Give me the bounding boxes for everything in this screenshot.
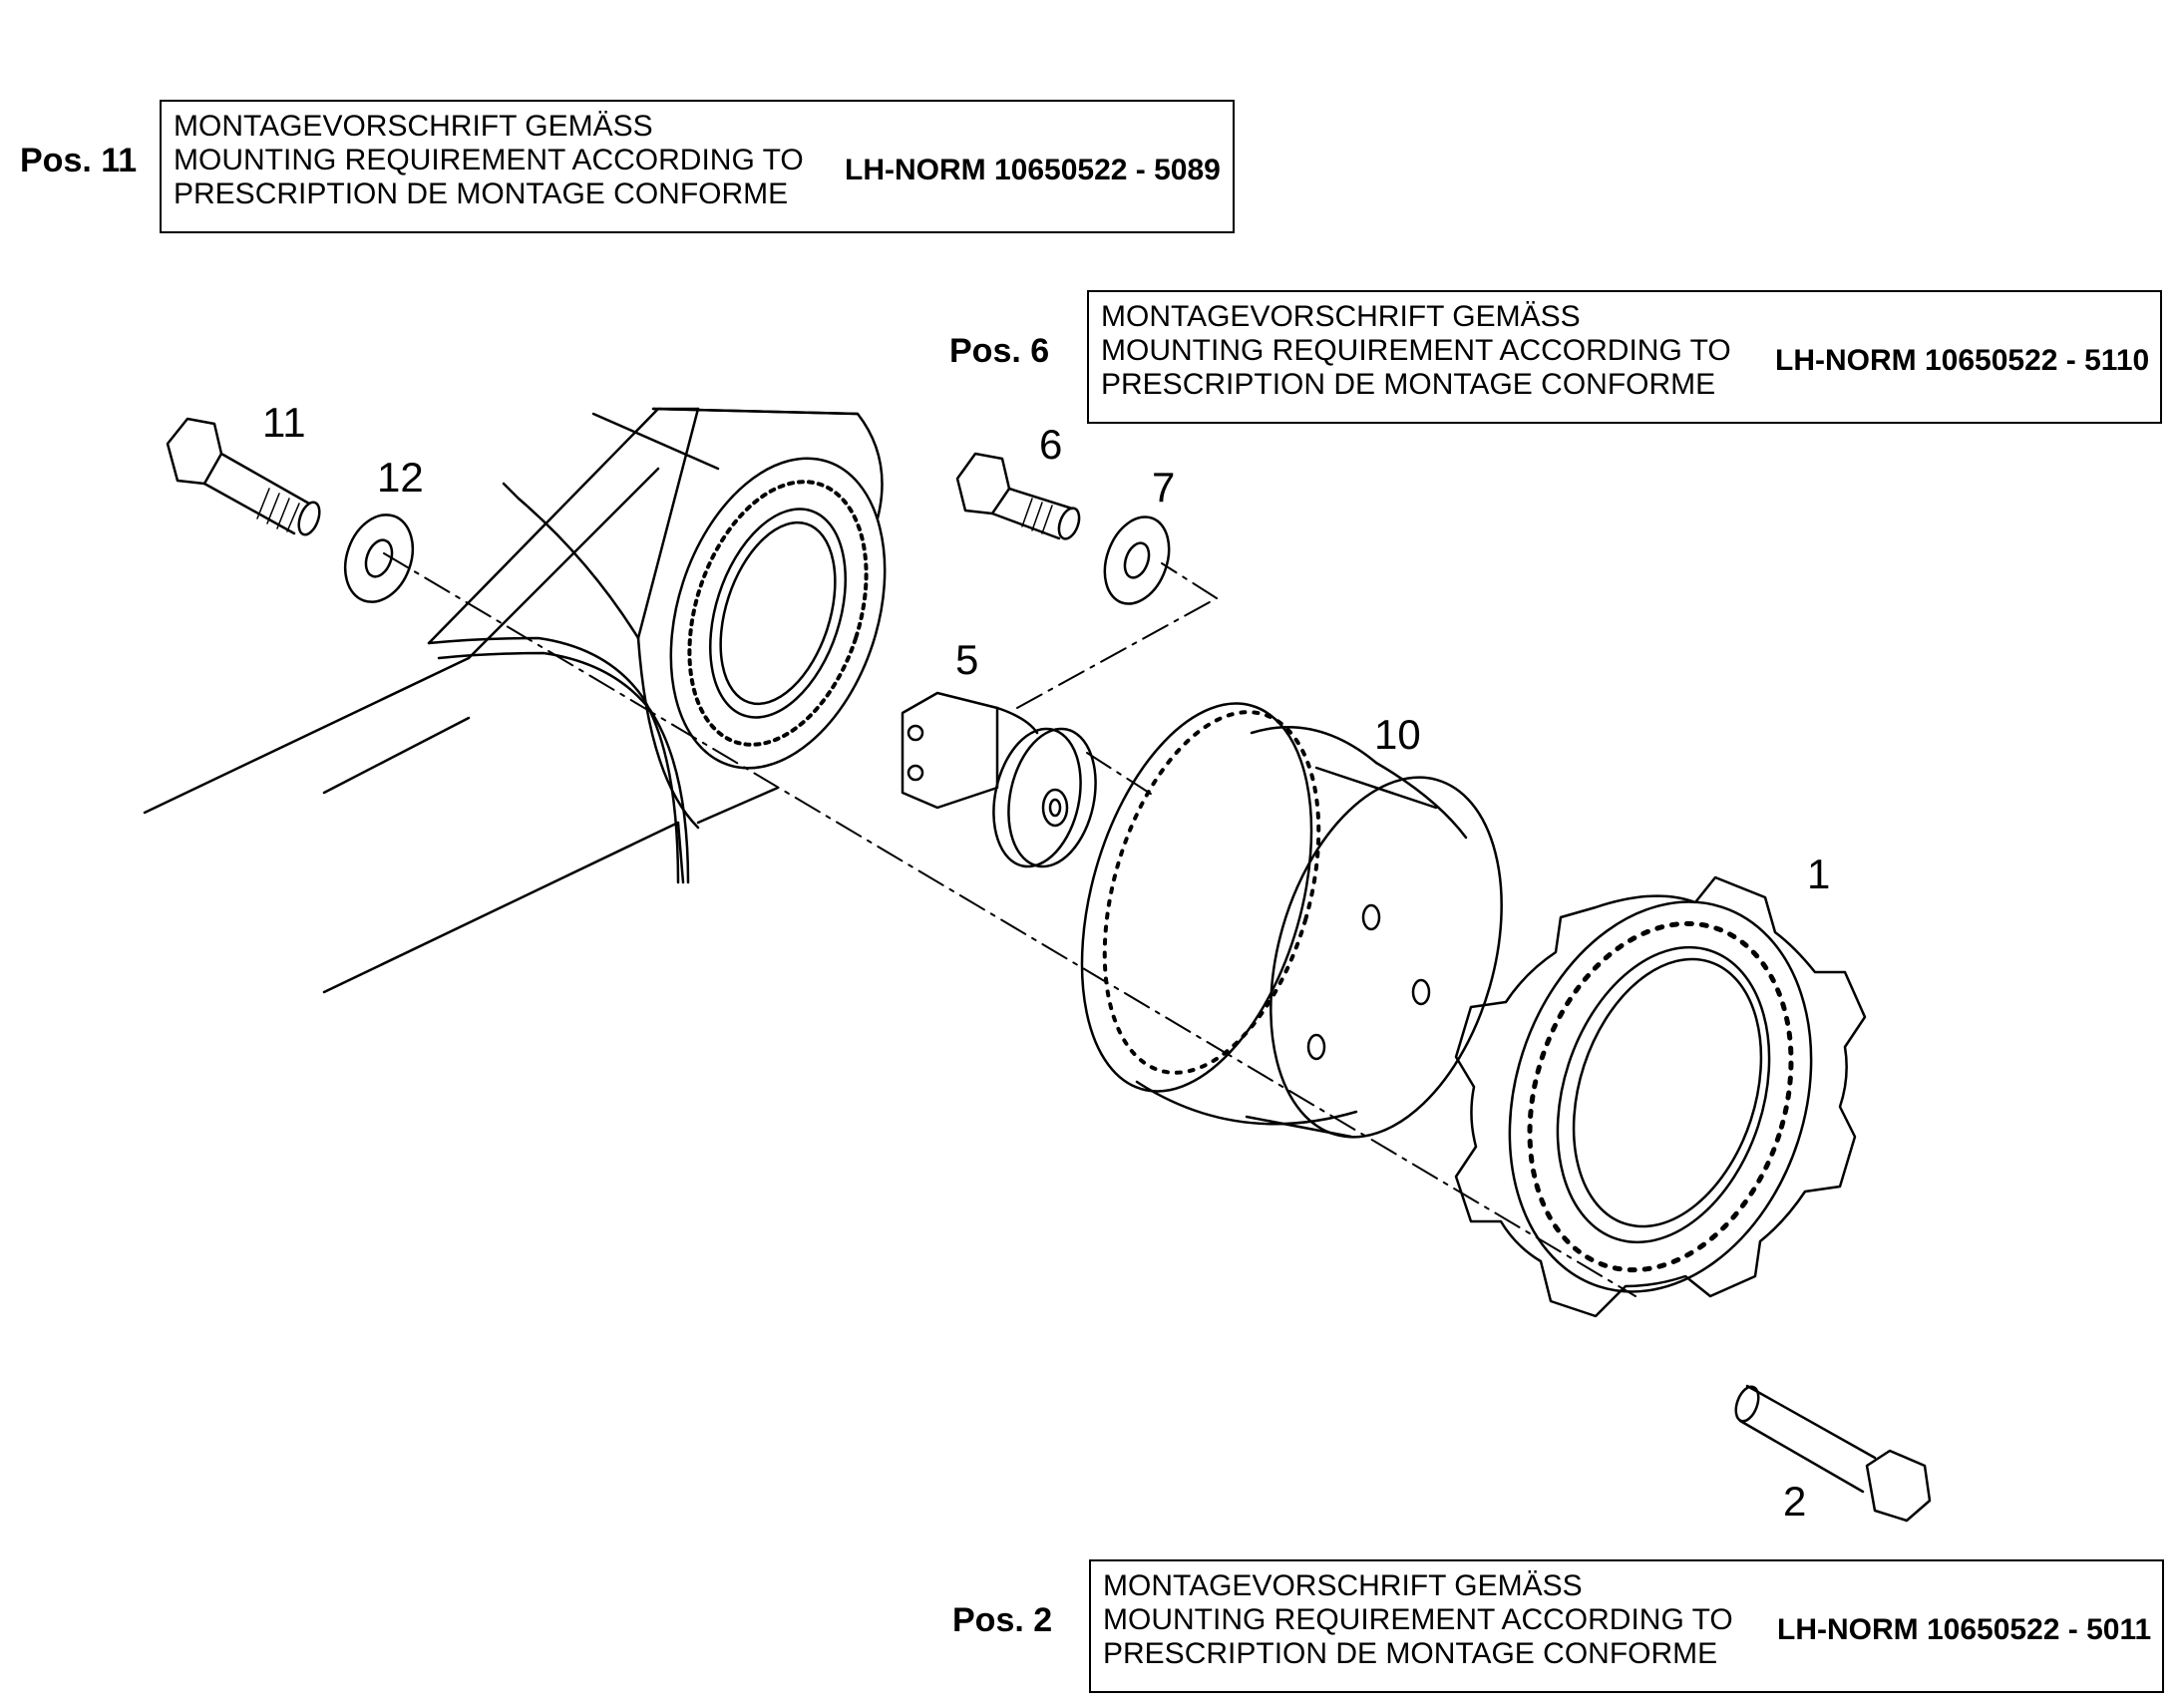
- note-line-fr: PRESCRIPTION DE MONTAGE CONFORME: [174, 177, 789, 210]
- note-line-de: MONTAGEVORSCHRIFT GEMÄSS: [1103, 1569, 1583, 1602]
- note-line-en: MOUNTING REQUIREMENT ACCORDING TO: [1103, 1603, 1733, 1636]
- note-text: MONTAGEVORSCHRIFT GEMÄSS MOUNTING REQUIR…: [1101, 300, 1731, 402]
- mounting-note-pos-6: MONTAGEVORSCHRIFT GEMÄSS MOUNTING REQUIR…: [1087, 290, 2162, 424]
- note-line-en: MOUNTING REQUIREMENT ACCORDING TO: [1101, 334, 1731, 367]
- pos-11-label: Pos. 11: [20, 142, 138, 179]
- sprocket-1-drawing: [1454, 875, 1867, 1318]
- note-line-fr: PRESCRIPTION DE MONTAGE CONFORME: [1101, 368, 1716, 401]
- connector-5-drawing: [901, 691, 1097, 868]
- callout-2: 2: [1783, 1478, 1807, 1525]
- callout-11: 11: [262, 399, 306, 446]
- callout-6: 6: [1039, 421, 1063, 468]
- gearbox-10-drawing: [1080, 702, 1503, 1139]
- arm-end-bearing-ring: [669, 457, 887, 770]
- note-text: MONTAGEVORSCHRIFT GEMÄSS MOUNTING REQUIR…: [1103, 1569, 1733, 1671]
- mounting-note-pos-2: MONTAGEVORSCHRIFT GEMÄSS MOUNTING REQUIR…: [1089, 1559, 2164, 1693]
- note-line-fr: PRESCRIPTION DE MONTAGE CONFORME: [1103, 1637, 1718, 1670]
- callout-1: 1: [1807, 851, 1831, 897]
- callout-7: 7: [1152, 464, 1176, 511]
- norm-reference: LH-NORM 10650522 - 5089: [845, 154, 1221, 186]
- washer-12-drawing: [343, 513, 415, 603]
- note-line-de: MONTAGEVORSCHRIFT GEMÄSS: [174, 110, 653, 143]
- bolt-11-drawing: [166, 417, 321, 536]
- mounting-note-pos-11: MONTAGEVORSCHRIFT GEMÄSS MOUNTING REQUIR…: [160, 100, 1235, 233]
- pos-6-label: Pos. 6: [949, 332, 1050, 370]
- note-text: MONTAGEVORSCHRIFT GEMÄSS MOUNTING REQUIR…: [174, 110, 804, 211]
- note-line-de: MONTAGEVORSCHRIFT GEMÄSS: [1101, 300, 1581, 333]
- bolt-6-drawing: [955, 452, 1081, 540]
- norm-reference: LH-NORM 10650522 - 5110: [1775, 344, 2150, 377]
- callout-5: 5: [955, 636, 979, 683]
- assembly-centerlines: [383, 552, 1636, 1297]
- callout-12: 12: [377, 454, 424, 501]
- callout-10: 10: [1374, 711, 1421, 758]
- note-line-en: MOUNTING REQUIREMENT ACCORDING TO: [174, 144, 804, 176]
- washer-7-drawing: [1103, 515, 1171, 605]
- pos-2-label: Pos. 2: [952, 1601, 1053, 1639]
- norm-reference: LH-NORM 10650522 - 5011: [1777, 1613, 2152, 1646]
- bolt-2-drawing: [1734, 1384, 1932, 1523]
- crawler-frame-arm: [143, 407, 884, 994]
